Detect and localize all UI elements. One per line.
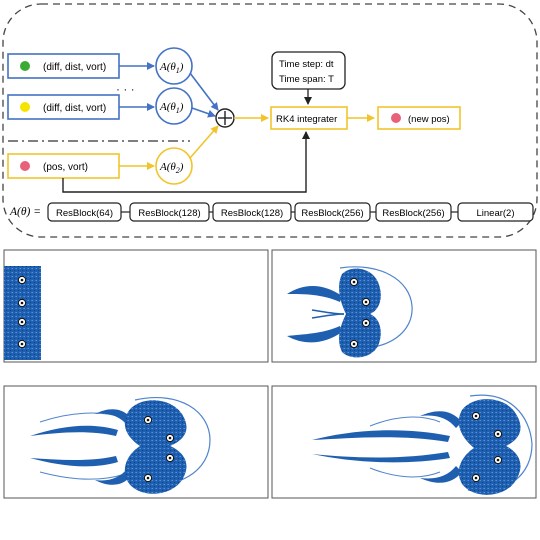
time-step-label: Time step: dt [279,59,334,70]
vortex-marker [17,275,27,285]
vortex-marker [349,277,359,287]
diagram-frame [2,3,538,238]
input-3-label: (pos, vort) [43,162,88,173]
input-row-2: (diff, dist, vort) A(θ1) [7,87,193,125]
chain-block-6: Linear(2) [476,208,514,219]
time-span-label: Time span: T [279,74,334,85]
rk4-integrator-box: RK4 integrater [270,106,348,130]
a-theta-definition: A(θ) = [9,206,41,218]
vortex-marker [165,433,175,443]
chain-block-4: ResBlock(256) [301,208,363,219]
resblock-chain: ResBlock(64) ResBlock(128) ResBlock(128)… [47,202,534,222]
model-diagram: (diff, dist, vort) A(θ1) · · · (diff, di… [2,3,538,238]
vortex-marker [349,339,359,349]
input-2-label: (diff, dist, vort) [43,103,106,114]
vortex-marker [493,429,503,439]
input-1-label: (diff, dist, vort) [43,62,106,73]
input-row-3: (pos, vort) A(θ2) [7,147,193,185]
input-row-1: (diff, dist, vort) A(θ1) [7,47,193,85]
chain-block-2: ResBlock(128) [138,208,200,219]
pink-dot-icon [20,161,30,171]
panel-t0 [3,249,269,363]
simulation-panels [3,249,537,499]
vortex-marker [165,453,175,463]
chain-block-5: ResBlock(256) [382,208,444,219]
vortex-marker [471,473,481,483]
vortex-marker [17,317,27,327]
panel-t3 [271,385,537,499]
chain-block-1: ResBlock(64) [56,208,113,219]
panel-t2 [3,385,269,499]
vortex-marker [17,339,27,349]
block-a-theta1-top: A(θ1) [159,61,184,75]
green-dot-icon [20,61,30,71]
vortex-marker [143,415,153,425]
vortex-marker [361,297,371,307]
sum-node [215,108,235,128]
output-box: (new pos) [377,106,461,130]
chain-block-3: ResBlock(128) [221,208,283,219]
yellow-dot-icon [20,102,30,112]
block-a-theta1-mid: A(θ1) [159,101,184,115]
vortex-marker [143,473,153,483]
vortex-marker [493,455,503,465]
panel-t1 [271,249,537,363]
vortex-marker [471,411,481,421]
time-box: Time step: dt Time span: T [271,51,346,90]
output-pink-dot-icon [391,113,401,123]
integrator-label: RK4 integrater [276,114,337,125]
ellipsis: · · · [116,82,135,96]
vortex-marker [361,318,371,328]
output-label: (new pos) [408,114,450,125]
block-a-theta2: A(θ2) [159,161,184,175]
vortex-marker [17,298,27,308]
